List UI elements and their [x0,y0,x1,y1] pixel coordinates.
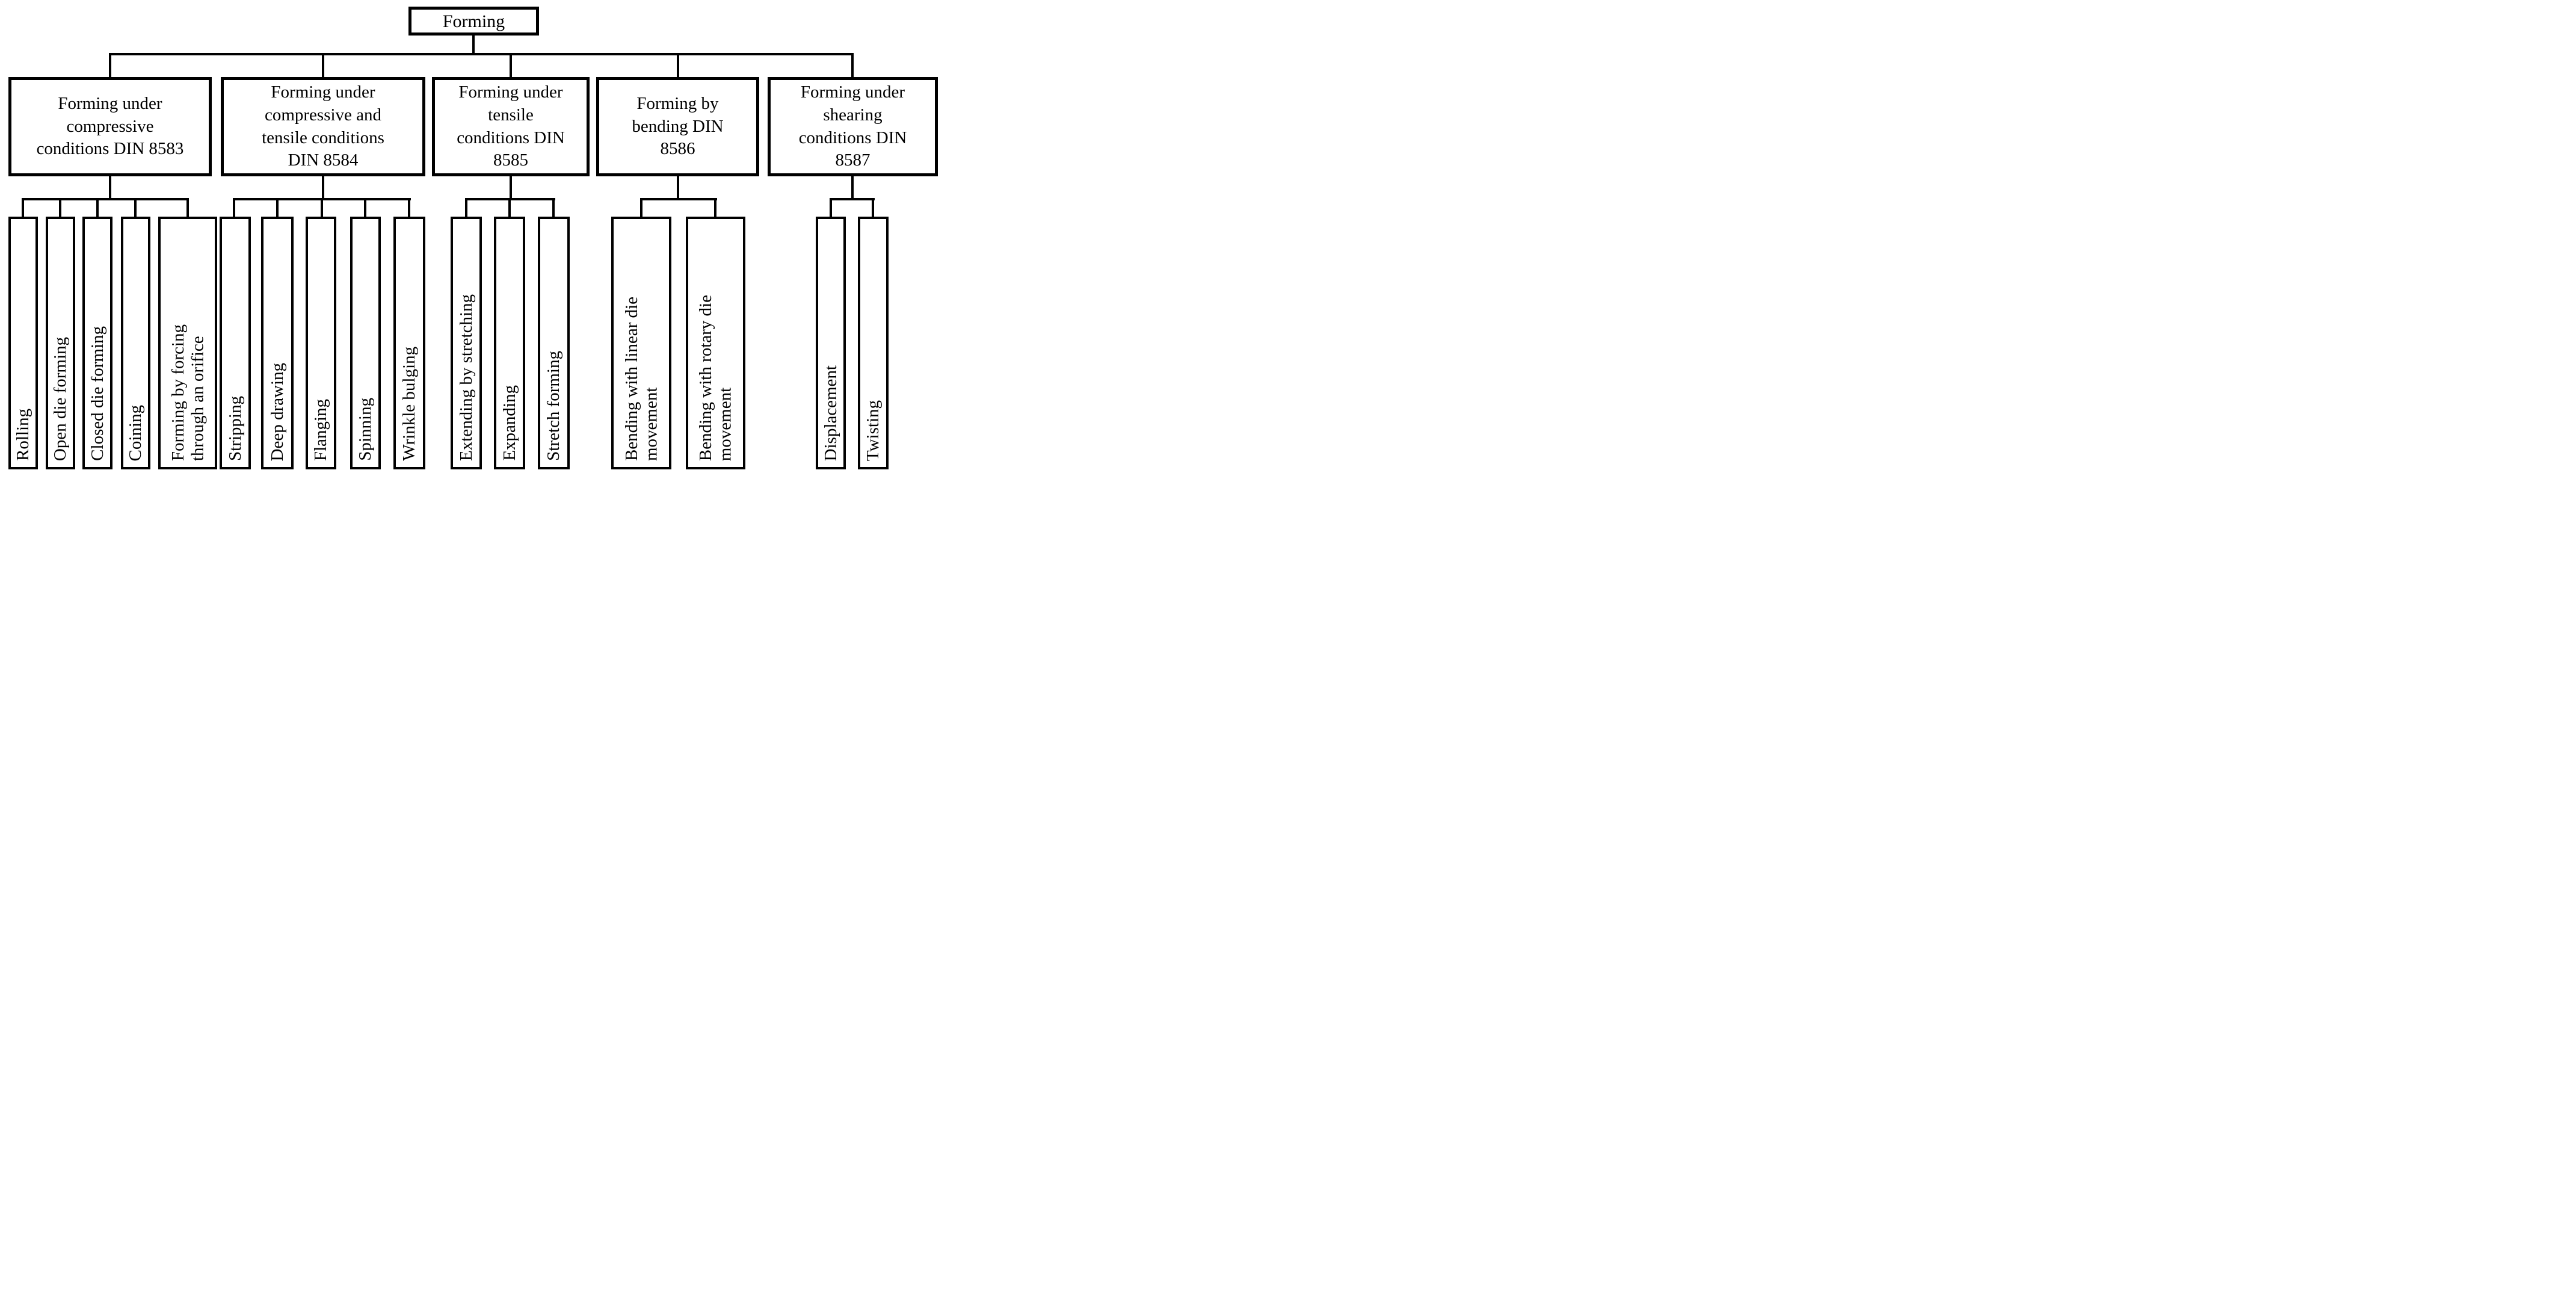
connector-child-stub-deep-drawing [276,198,279,218]
node-open-die-forming-label: Open die forming [51,336,70,461]
node-flanging-label: Flanging [311,398,331,461]
connector-child-stub-stripping [233,198,235,218]
connector-child-stub-bending-rotary [714,198,716,218]
node-deep-drawing-label: Deep drawing [267,362,287,461]
connector-child-stub-orifice [186,198,189,218]
node-twisting-label: Twisting [863,400,883,461]
node-compressive-din8583: Forming under compressive conditions DIN… [8,77,212,176]
connector-stub-din8583 [109,53,111,78]
node-tensile-din8585-label: Forming under tensile conditions DIN 858… [457,82,565,170]
node-extending-by-stretching-label: Extending by stretching [456,294,476,461]
node-bending-din8586-label: Forming by bending DIN 8586 [632,93,724,159]
node-spinning-label: Spinning [356,398,375,461]
node-expanding: Expanding [494,217,525,469]
connector-child-stub-spinning [364,198,366,218]
node-stretch-forming-label: Stretch forming [544,351,564,461]
node-flanging: Flanging [306,217,336,469]
forming-classification-diagram: Forming Forming under compressive condit… [0,0,943,474]
node-deep-drawing: Deep drawing [261,217,294,469]
connector-child-stub-open-die [59,198,61,218]
connector-child-stub-wrinkle-bulging [408,198,410,218]
connector-level2-horizontal-g5 [830,198,875,200]
node-compressive-din8583-label: Forming under compressive conditions DIN… [36,93,184,159]
node-bending-din8586: Forming by bending DIN 8586 [596,77,759,176]
connector-child-stub-closed-die [96,198,99,218]
node-displacement: Displacement [816,217,846,469]
node-coining-label: Coining [126,404,146,461]
connector-root-trunk [472,34,475,54]
node-forming-through-orifice: Forming by forcing through an orifice [158,217,217,469]
connector-level1-horizontal [109,53,854,55]
node-bending-linear-die-label: Bending with linear die movement [621,296,661,461]
connector-child-stub-flanging [321,198,323,218]
node-rolling: Rolling [8,217,38,469]
node-coining: Coining [121,217,150,469]
node-bending-rotary-die-label: Bending with rotary die movement [696,294,735,461]
connector-child-stub-twisting [872,198,874,218]
node-stripping: Stripping [220,217,251,469]
connector-child-stub-coining [134,198,137,218]
node-stretch-forming: Stretch forming [538,217,570,469]
connector-child-stub-displacement [830,198,832,218]
connector-parent-stub-g5 [851,176,854,200]
node-forming-root-label: Forming [442,11,505,31]
node-rolling-label: Rolling [13,408,33,461]
node-compressive-tensile-din8584-label: Forming under compressive and tensile co… [262,82,384,170]
connector-child-stub-expanding [508,198,511,218]
node-bending-linear-die: Bending with linear die movement [611,217,671,469]
connector-parent-stub-g2 [322,176,324,200]
node-bending-rotary-die: Bending with rotary die movement [686,217,745,469]
node-tensile-din8585: Forming under tensile conditions DIN 858… [432,77,590,176]
node-closed-die-forming-label: Closed die forming [87,326,107,461]
connector-stub-din8586 [677,53,679,78]
node-closed-die-forming: Closed die forming [82,217,112,469]
connector-child-stub-stretch-forming [552,198,555,218]
node-stripping-label: Stripping [225,396,245,461]
node-shearing-din8587-label: Forming under shearing conditions DIN 85… [798,82,907,170]
connector-child-stub-bending-linear [640,198,642,218]
connector-stub-din8587 [851,53,854,78]
node-forming-root: Forming [408,7,539,36]
node-open-die-forming: Open die forming [46,217,75,469]
node-wrinkle-bulging: Wrinkle bulging [393,217,425,469]
connector-parent-stub-g1 [109,176,111,200]
connector-child-stub-extending [465,198,467,218]
node-extending-by-stretching: Extending by stretching [451,217,482,469]
connector-parent-stub-g3 [510,176,512,200]
connector-level2-horizontal-g1 [22,198,189,200]
node-shearing-din8587: Forming under shearing conditions DIN 85… [768,77,938,176]
node-displacement-label: Displacement [821,365,840,461]
connector-parent-stub-g4 [677,176,679,200]
connector-child-stub-rolling [22,198,24,218]
connector-stub-din8584 [322,53,324,78]
node-twisting: Twisting [858,217,889,469]
node-spinning: Spinning [350,217,381,469]
node-expanding-label: Expanding [499,385,519,461]
node-forming-through-orifice-label: Forming by forcing through an orifice [168,324,207,461]
node-compressive-tensile-din8584: Forming under compressive and tensile co… [221,77,425,176]
connector-level2-horizontal-g4 [640,198,717,200]
connector-stub-din8585 [510,53,512,78]
node-wrinkle-bulging-label: Wrinkle bulging [399,347,419,461]
